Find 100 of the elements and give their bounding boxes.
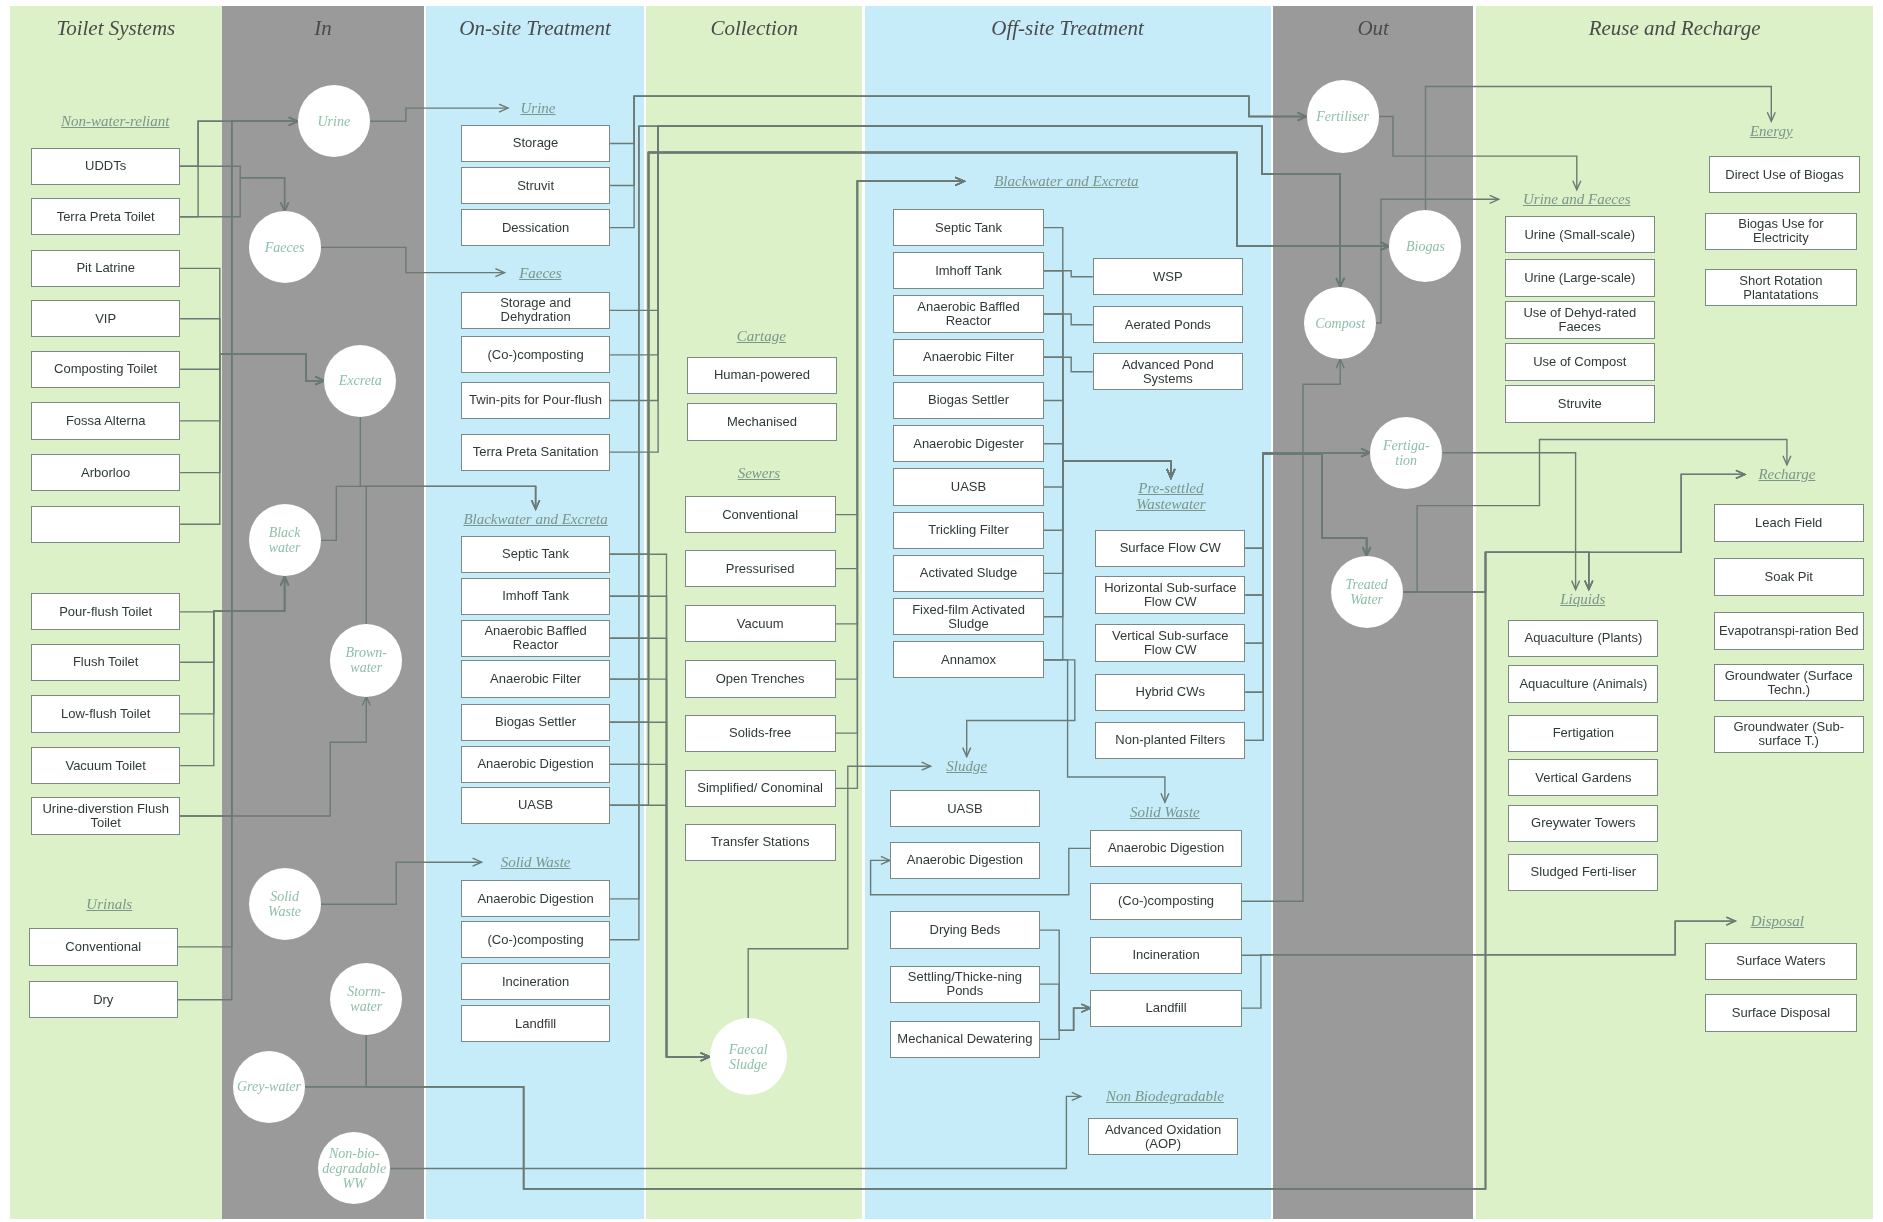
process-box: Surface Flow CW [1095,529,1246,567]
connector-line [1042,356,1094,373]
column-heading: Out [1356,16,1391,40]
process-box: Non-planted Filters [1095,721,1246,759]
process-box: UDDTs [31,147,181,185]
group-heading: Liquids [1546,589,1619,609]
process-box: Surface Disposal [1705,994,1857,1032]
process-box: Horizontal Sub-surface Flow CW [1095,576,1246,614]
process-box: Anaerobic Digestion [461,745,611,783]
process-box: Septic Tank [461,535,611,573]
process-box: Human-powered [686,356,837,394]
process-box: Settling/Thicke-ning Ponds [889,965,1040,1003]
flow-arrow [1375,194,1500,324]
process-box: Landfill [1090,989,1242,1027]
process-box: (Co-)composting [461,921,611,959]
process-box: Leach Field [1713,504,1864,542]
process-box: Vacuum [684,605,836,643]
flow-arrow [1042,659,1170,803]
process-box: Low-flush Toilet [31,695,181,733]
process-box: Activated Sludge [893,554,1044,592]
column-heading: On-site Treatment [458,16,613,40]
process-box: Arborloo [31,453,181,492]
column-heading: Toilet Systems [55,16,177,40]
process-box: Urine (Large-scale) [1504,259,1655,297]
flow-arrow [1441,452,1581,591]
process-box: Biogas Settler [461,703,611,741]
process-box: Anaerobic Baffled Reactor [893,295,1044,333]
flow-arrow [319,857,483,905]
flow-arrow [365,485,541,626]
process-box: Conventional [684,495,836,534]
flow-arrow [179,695,371,817]
process-box: Conventional [28,928,178,966]
group-heading: Urine [507,98,568,118]
flow-arrow [962,659,1076,758]
group-heading: Solid Waste [1110,802,1219,822]
process-box: Flush Toilet [31,643,181,681]
flow-arrow [179,177,290,218]
column-heading: Reuse and Recharge [1587,16,1762,40]
group-heading: Energy [1735,121,1808,141]
process-box: (Co-)composting [1090,882,1242,920]
flow-arrow [747,761,932,1020]
process-box: Pit Latrine [31,249,181,287]
process-box: Composting Toilet [31,350,181,388]
process-box: Storage and Dehydration [461,291,611,330]
flow-arrow [1241,358,1345,902]
process-box: Surface Waters [1705,942,1857,980]
process-box: Fixed-film Activated Sludge [893,598,1044,636]
flow-arrow [319,246,506,278]
process-box: UASB [889,790,1040,828]
column-band [426,6,644,1219]
process-box: Septic Tank [893,208,1044,247]
group-heading: Cartage [719,326,804,346]
column-heading: Off-site Treatment [990,16,1146,40]
column-band [1475,6,1874,1219]
process-box: Incineration [1090,936,1242,974]
group-heading: Disposal [1735,911,1820,931]
process-box: (Co-)composting [461,336,611,374]
process-box: Anaerobic Digestion [1090,829,1242,868]
column-band [1272,6,1474,1219]
process-box: Use of Compost [1504,343,1655,381]
connector-line [1042,313,1094,326]
process-box: Pressurised [684,550,836,588]
process-box: Fertigation [1508,714,1659,752]
process-box: Groundwater (Surface Techn.) [1713,664,1864,702]
process-box: Soak Pit [1713,558,1864,596]
flow-arrow [869,847,1092,896]
connector-line [1042,270,1094,278]
process-box: UASB [461,786,611,824]
process-box: Advanced Pond Systems [1092,353,1243,391]
group-heading: Urine and Faeces [1498,189,1655,209]
process-box: Annamox [893,641,1044,679]
group-heading: Solid Waste [481,852,590,872]
process-box: Pour-flush Toilet [31,593,181,631]
process-box: Transfer Stations [684,823,836,861]
column-band [222,6,424,1219]
group-heading: Urinals [67,894,152,914]
process-box: Twin-pits for Pour-flush [461,381,611,420]
process-box: Struvite [1504,385,1655,423]
process-box: Urine-diverstion Flush Toilet [31,797,181,835]
process-box: Urine (Small-scale) [1504,216,1655,254]
flow-arrow [1039,1003,1092,1041]
column-band [864,6,1271,1219]
process-box: VIP [31,300,181,338]
process-box: Terra Preta Sanitation [461,433,611,471]
process-box: Struvit [461,166,611,205]
process-box: Aerated Ponds [1092,306,1243,344]
group-heading: Non-water-reliant [31,111,200,131]
process-box: Imhoff Tank [461,577,611,615]
flow-arrow [389,1091,1082,1170]
flow-arrow [1241,916,1736,1009]
process-box: Vacuum Toilet [31,746,181,785]
process-box: Simplified/ Conominal [684,769,836,807]
process-box: Evapotranspi-ration Bed [1713,612,1864,650]
column-heading: Collection [709,16,799,40]
process-box: Anaerobic Digestion [461,880,611,918]
process-box: Biogas Use for Electricity [1705,212,1857,250]
process-box: Vertical Gardens [1508,758,1659,797]
process-box: Greywater Towers [1508,804,1659,842]
group-heading: Recharge [1744,464,1829,484]
group-heading: Blackwater and Excreta [964,171,1169,191]
